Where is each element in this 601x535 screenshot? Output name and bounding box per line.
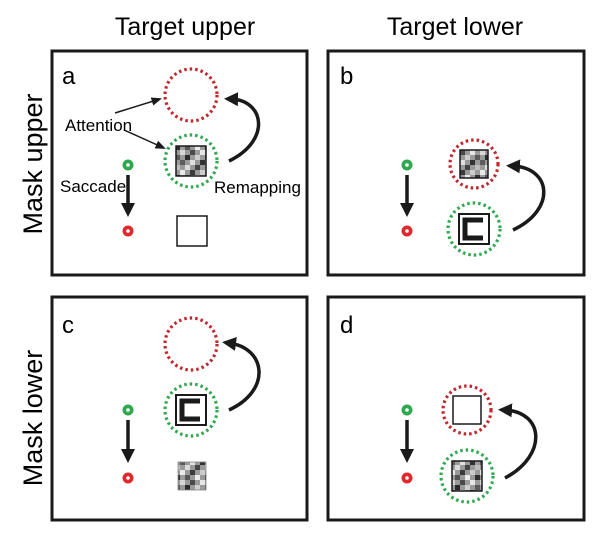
mask-stimulus: [451, 460, 483, 492]
empty-placeholder-square: [176, 215, 208, 247]
remapping-arrow: [224, 92, 261, 163]
attention-pointer-upper: [114, 97, 163, 114]
mask-stimulus: [175, 145, 207, 177]
attention-circle-upper: [441, 384, 493, 436]
panel-c: c: [50, 295, 309, 522]
fixation-end-dot-center: [405, 476, 409, 480]
saccade-label: Saccade: [60, 177, 126, 196]
fixation-start-dot-center: [405, 163, 409, 167]
mask-stimulus: [459, 149, 489, 179]
panel-letter: b: [340, 63, 353, 90]
panel-frame: [50, 295, 309, 522]
row-heading-mask-upper: Mask upper: [18, 93, 48, 234]
panel-b: b: [326, 49, 586, 277]
attention-label: Attention: [65, 116, 132, 135]
fixation-end-dot-center: [405, 229, 409, 233]
remapping-label: Remapping: [214, 178, 301, 197]
row-heading-mask-lower: Mask lower: [18, 350, 48, 487]
attention-circle-lower: [163, 382, 219, 438]
empty-placeholder-square: [452, 395, 482, 425]
remapping-arrow: [222, 337, 261, 412]
fixation-start-dot-center: [126, 408, 130, 412]
attention-circle-upper: [163, 67, 219, 123]
remapping-arrow: [506, 159, 546, 232]
attention-circle-lower: [446, 201, 502, 257]
panel-frame: [326, 295, 586, 522]
remapping-arrow: [498, 403, 538, 480]
fixation-start-dot-center: [405, 408, 409, 412]
fixation-start-dot-center: [126, 163, 130, 167]
target-c-shape: [179, 398, 200, 422]
panel-letter: d: [340, 312, 353, 339]
panel-a: a Attention Saccade Remapping: [50, 49, 309, 277]
attention-circle-lower: [439, 448, 495, 504]
attention-circle-lower: [163, 133, 219, 189]
attention-circle-upper: [163, 316, 219, 372]
column-heading-target-lower: Target lower: [387, 13, 523, 41]
fixation-end-dot-center: [126, 476, 130, 480]
attention-pointer-lower: [123, 129, 166, 149]
panel-letter: a: [62, 63, 76, 90]
mask-stimulus: [177, 461, 207, 491]
panel-letter: c: [62, 312, 74, 339]
attention-circle-upper: [448, 138, 500, 190]
fixation-end-dot-center: [126, 229, 130, 233]
column-heading-target-upper: Target upper: [115, 13, 255, 41]
panel-frame: [50, 49, 309, 277]
panel-frame: [326, 49, 586, 277]
target-c-shape: [462, 217, 483, 241]
panel-d: d: [326, 295, 586, 522]
